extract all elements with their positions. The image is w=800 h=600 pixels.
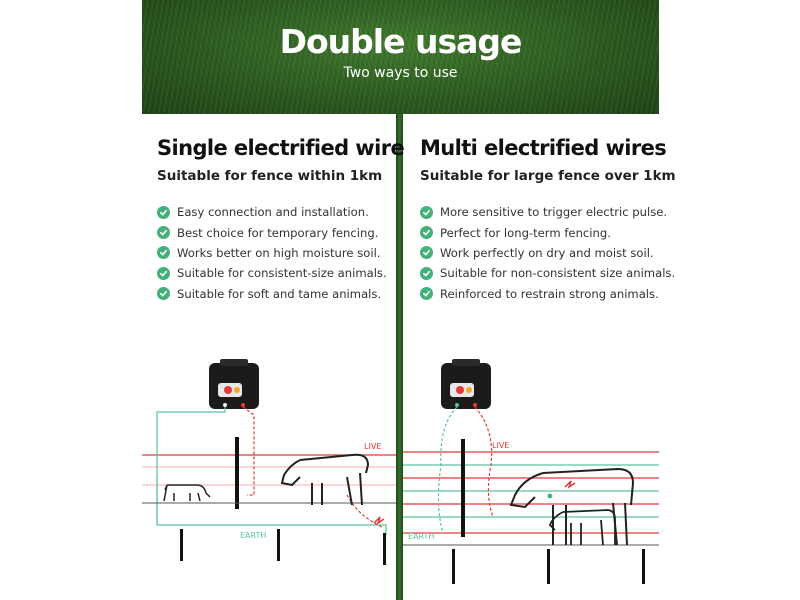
grass-banner: Double usage Two ways to use [142, 0, 659, 114]
spark-icon [564, 480, 576, 489]
fence-post [461, 439, 465, 537]
ground-stake-icon [277, 529, 280, 561]
check-circle-icon [420, 287, 433, 301]
list-item: Works better on high moisture soil. [157, 243, 392, 263]
feature-text: Suitable for soft and tame animals. [177, 286, 382, 301]
contact-dot [547, 493, 553, 499]
check-circle-icon [157, 226, 170, 240]
earth-label: EARTH [240, 531, 266, 540]
feature-text: Works better on high moisture soil. [177, 245, 381, 260]
ground-stake-icon [452, 549, 455, 584]
check-circle-icon [157, 246, 170, 260]
calf-icon [548, 509, 616, 546]
page-subtitle: Two ways to use [343, 65, 458, 81]
ground-stake-icon [383, 533, 386, 565]
list-item: Suitable for non-consistent size animals… [420, 263, 675, 283]
single-wire-subtitle: Suitable for fence within 1km [157, 168, 383, 184]
live-label: LIVE [492, 441, 509, 450]
energizer-box-icon [441, 359, 491, 409]
current-path [242, 406, 255, 496]
energizer-box-icon [209, 359, 259, 409]
list-item: Suitable for consistent-size animals. [157, 263, 392, 283]
column-divider [396, 114, 403, 600]
earth-label: EARTH [408, 532, 434, 541]
multi-wire-section: Multi electrified wires Suitable for lar… [420, 136, 676, 304]
ground-stake-icon [642, 549, 645, 584]
single-wire-diagram: LIVE EARTH [142, 359, 396, 565]
feature-text: Suitable for consistent-size animals. [177, 266, 387, 281]
list-item: Reinforced to restrain strong animals. [420, 284, 659, 304]
fence-post [235, 437, 239, 509]
list-item: Easy connection and installation. [157, 202, 392, 222]
check-circle-icon [157, 287, 170, 301]
calf-icon [163, 484, 211, 502]
multi-wire-title: Multi electrified wires [420, 136, 667, 160]
list-item: Perfect for long-term fencing. [420, 222, 655, 242]
check-circle-icon [420, 246, 433, 260]
check-circle-icon [420, 205, 433, 219]
list-item: Work perfectly on dry and moist soil. [420, 243, 655, 263]
check-circle-icon [157, 266, 170, 280]
multi-wire-diagram: LIVE EARTH [403, 359, 659, 584]
list-item: Suitable for soft and tame animals. [157, 284, 392, 304]
page-title: Double usage [279, 22, 523, 61]
cow-icon [280, 453, 370, 506]
spark-icon [373, 516, 385, 525]
check-circle-icon [420, 266, 433, 280]
feature-text: Work perfectly on dry and moist soil. [440, 245, 654, 260]
current-path [346, 494, 383, 528]
earth-path [437, 406, 458, 534]
product-infographic: Double usage Two ways to use Single elec… [142, 0, 676, 600]
feature-text: Reinforced to restrain strong animals. [440, 286, 659, 301]
live-label: LIVE [364, 442, 381, 451]
feature-text: Easy connection and installation. [177, 205, 369, 220]
feature-text: Perfect for long-term fencing. [440, 225, 611, 240]
multi-wire-features: More sensitive to trigger electric pulse… [420, 202, 675, 304]
single-wire-section: Single electrified wire Suitable for fen… [157, 136, 405, 304]
feature-text: More sensitive to trigger electric pulse… [440, 205, 668, 220]
list-item: More sensitive to trigger electric pulse… [420, 202, 667, 222]
multi-wire-subtitle: Suitable for large fence over 1km [420, 168, 676, 184]
check-circle-icon [420, 226, 433, 240]
feature-text: Best choice for temporary fencing. [177, 225, 379, 240]
ground-stake-icon [547, 549, 550, 584]
list-item: Best choice for temporary fencing. [157, 222, 392, 242]
earth-wire [156, 407, 387, 535]
check-circle-icon [157, 205, 170, 219]
ground-stake-icon [180, 529, 183, 561]
single-wire-title: Single electrified wire [157, 136, 405, 160]
current-path [474, 406, 494, 518]
feature-text: Suitable for non-consistent size animals… [440, 266, 676, 281]
single-wire-features: Easy connection and installation. Best c… [157, 202, 392, 304]
cow-icon [509, 467, 635, 546]
